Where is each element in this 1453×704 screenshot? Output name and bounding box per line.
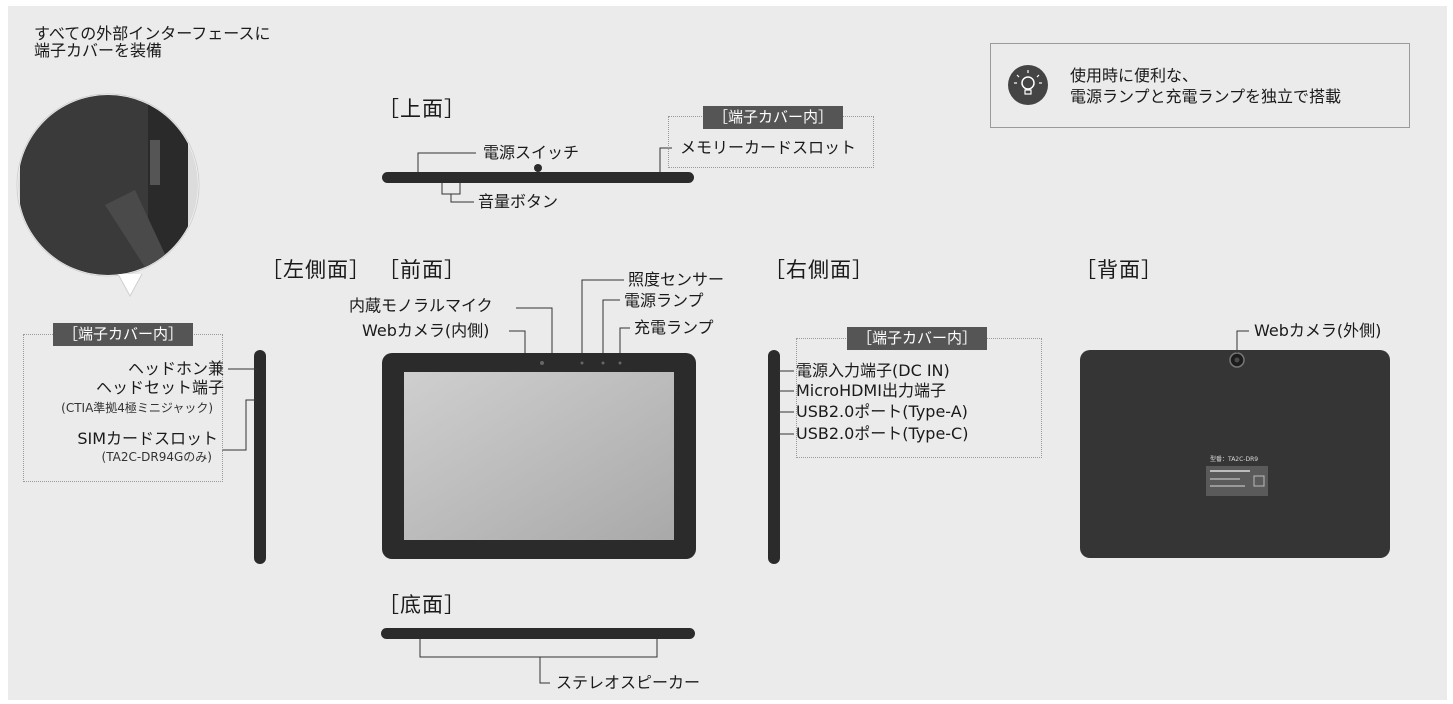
device-left-view xyxy=(254,350,266,564)
top-cover-tag: ［端子カバー内］ xyxy=(703,106,844,129)
section-left-heading: ［左側面］ xyxy=(261,258,371,282)
left-cover-tag: ［端子カバー内］ xyxy=(53,323,194,346)
label-webcam-outer: Webカメラ(外側) xyxy=(1254,321,1382,340)
label-power-lamp: 電源ランプ xyxy=(624,291,704,310)
feature-line-1: 使用時に便利な、 xyxy=(1070,66,1199,85)
right-cover-tag: ［端子カバー内］ xyxy=(847,327,988,350)
label-headphone-line2: ヘッドセット端子 xyxy=(95,378,224,397)
label-sim-note: (TA2C-DR94Gのみ) xyxy=(101,450,212,464)
label-charge-lamp: 充電ランプ xyxy=(634,318,714,337)
lightbulb-icon xyxy=(1008,65,1048,105)
label-dc-in: 電源入力端子(DC IN) xyxy=(796,361,950,380)
section-bottom-heading: ［底面］ xyxy=(378,593,466,617)
device-top-view xyxy=(382,164,694,183)
label-micro-hdmi: MicroHDMI出力端子 xyxy=(796,381,946,400)
intro-line-1: すべての外部インターフェースに xyxy=(34,24,271,43)
feature-box: 使用時に便利な、 電源ランプと充電ランプを独立で搭載 xyxy=(990,43,1410,128)
label-stereo-speaker: ステレオスピーカー xyxy=(556,673,701,692)
label-memory-card-slot: メモリーカードスロット xyxy=(680,138,857,157)
bottom-callouts xyxy=(419,639,658,684)
label-usb-a: USB2.0ポート(Type-A) xyxy=(796,402,968,421)
right-callouts xyxy=(778,370,794,435)
label-usb-c: USB2.0ポート(Type-C) xyxy=(796,424,969,443)
section-front-heading: ［前面］ xyxy=(378,258,466,282)
section-top-heading: ［上面］ xyxy=(378,97,466,121)
intro-line-2: 端子カバーを装備 xyxy=(34,41,163,60)
device-right-view xyxy=(768,350,780,564)
device-back-view xyxy=(1080,350,1390,558)
feature-line-2: 電源ランプと充電ランプを独立で搭載 xyxy=(1070,87,1342,106)
label-sim-slot: SIMカードスロット xyxy=(77,429,218,448)
label-light-sensor: 照度センサー xyxy=(628,270,725,289)
label-headphone-line1: ヘッドホン兼 xyxy=(127,359,224,378)
front-callouts xyxy=(509,279,630,353)
device-bottom-view xyxy=(381,628,695,639)
device-front-view xyxy=(382,353,696,559)
label-volume-button: 音量ボタン xyxy=(478,192,559,211)
back-callouts xyxy=(1236,330,1249,353)
back-label-sticker-text: 型番：TA2C-DR9 xyxy=(1210,456,1259,463)
closeup-magnifier xyxy=(16,93,200,298)
left-callouts xyxy=(222,368,257,451)
label-power-switch: 電源スイッチ xyxy=(483,143,580,162)
section-right-heading: ［右側面］ xyxy=(764,258,874,282)
label-mono-mic: 内蔵モノラルマイク xyxy=(349,296,493,315)
label-webcam-inner: Webカメラ(内側) xyxy=(362,321,490,340)
label-headphone-note: (CTIA準拠4極ミニジャック) xyxy=(61,401,213,415)
section-back-heading: ［背面］ xyxy=(1075,258,1163,282)
